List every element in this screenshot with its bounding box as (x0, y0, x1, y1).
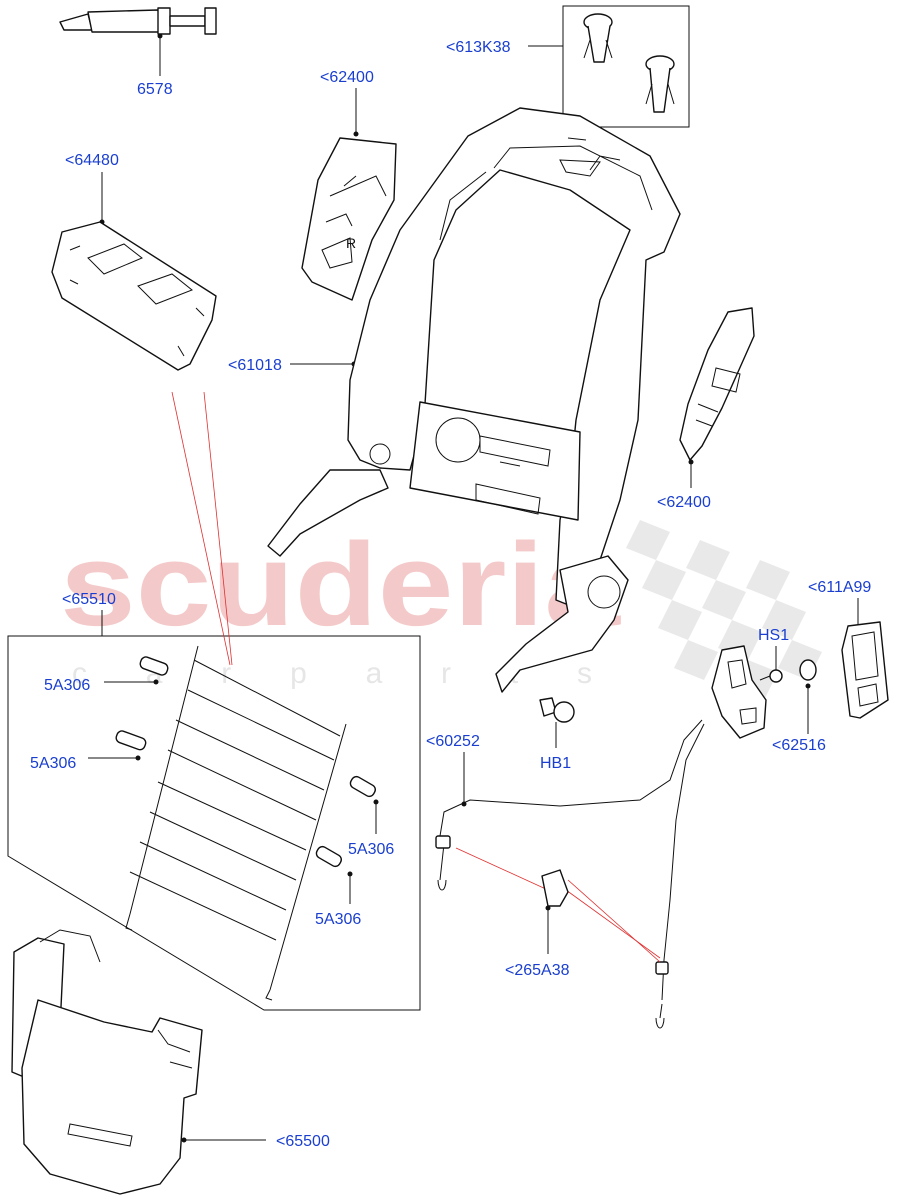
grease-syringe (59, 7, 217, 76)
callout-cable: <60252 (426, 733, 480, 750)
callout-clip: <265A38 (505, 962, 570, 979)
callout-plate: <64480 (65, 152, 119, 169)
side-trim-panel-left: R (301, 88, 397, 301)
mounting-plate (51, 172, 217, 371)
recliner-switch (711, 645, 767, 739)
tension-springs (88, 656, 379, 904)
callout-switch-bezel: <611A99 (808, 579, 871, 596)
callout-cap: <62516 (772, 737, 826, 754)
lumbar-pump-assembly (11, 929, 266, 1195)
lumbar-mat-assembly (7, 391, 421, 1011)
release-cable (435, 719, 705, 1029)
cap (799, 659, 817, 734)
cable-clip (541, 869, 569, 954)
checkered-flag-graphic (626, 520, 822, 700)
callout-frame: <61018 (228, 357, 282, 374)
callout-bolt: HB1 (540, 755, 571, 772)
callout-spring-a: 5A306 (44, 677, 90, 694)
callout-spring-d: 5A306 (315, 911, 361, 928)
watermark: scuderia c a r p a r t s (60, 519, 822, 700)
switch-bezel (841, 598, 889, 719)
callout-lumbar: <65500 (276, 1133, 330, 1150)
callout-mat-box: <65510 (62, 591, 116, 608)
screw (759, 646, 783, 683)
pin-kit (528, 5, 690, 128)
callout-screw: HS1 (758, 627, 789, 644)
watermark-brand: scuderia (60, 519, 622, 651)
seat-back-frame (267, 107, 681, 693)
svg-text:R: R (346, 235, 356, 251)
callout-trim-left: <62400 (320, 69, 374, 86)
callout-grease: 6578 (137, 81, 173, 98)
callout-spring-c: 5A306 (348, 841, 394, 858)
callout-pins: <613K38 (446, 39, 511, 56)
bolt (539, 697, 575, 748)
side-trim-panel-right (679, 307, 755, 488)
callout-spring-b: 5A306 (30, 755, 76, 772)
callout-trim-right: <62400 (657, 494, 711, 511)
